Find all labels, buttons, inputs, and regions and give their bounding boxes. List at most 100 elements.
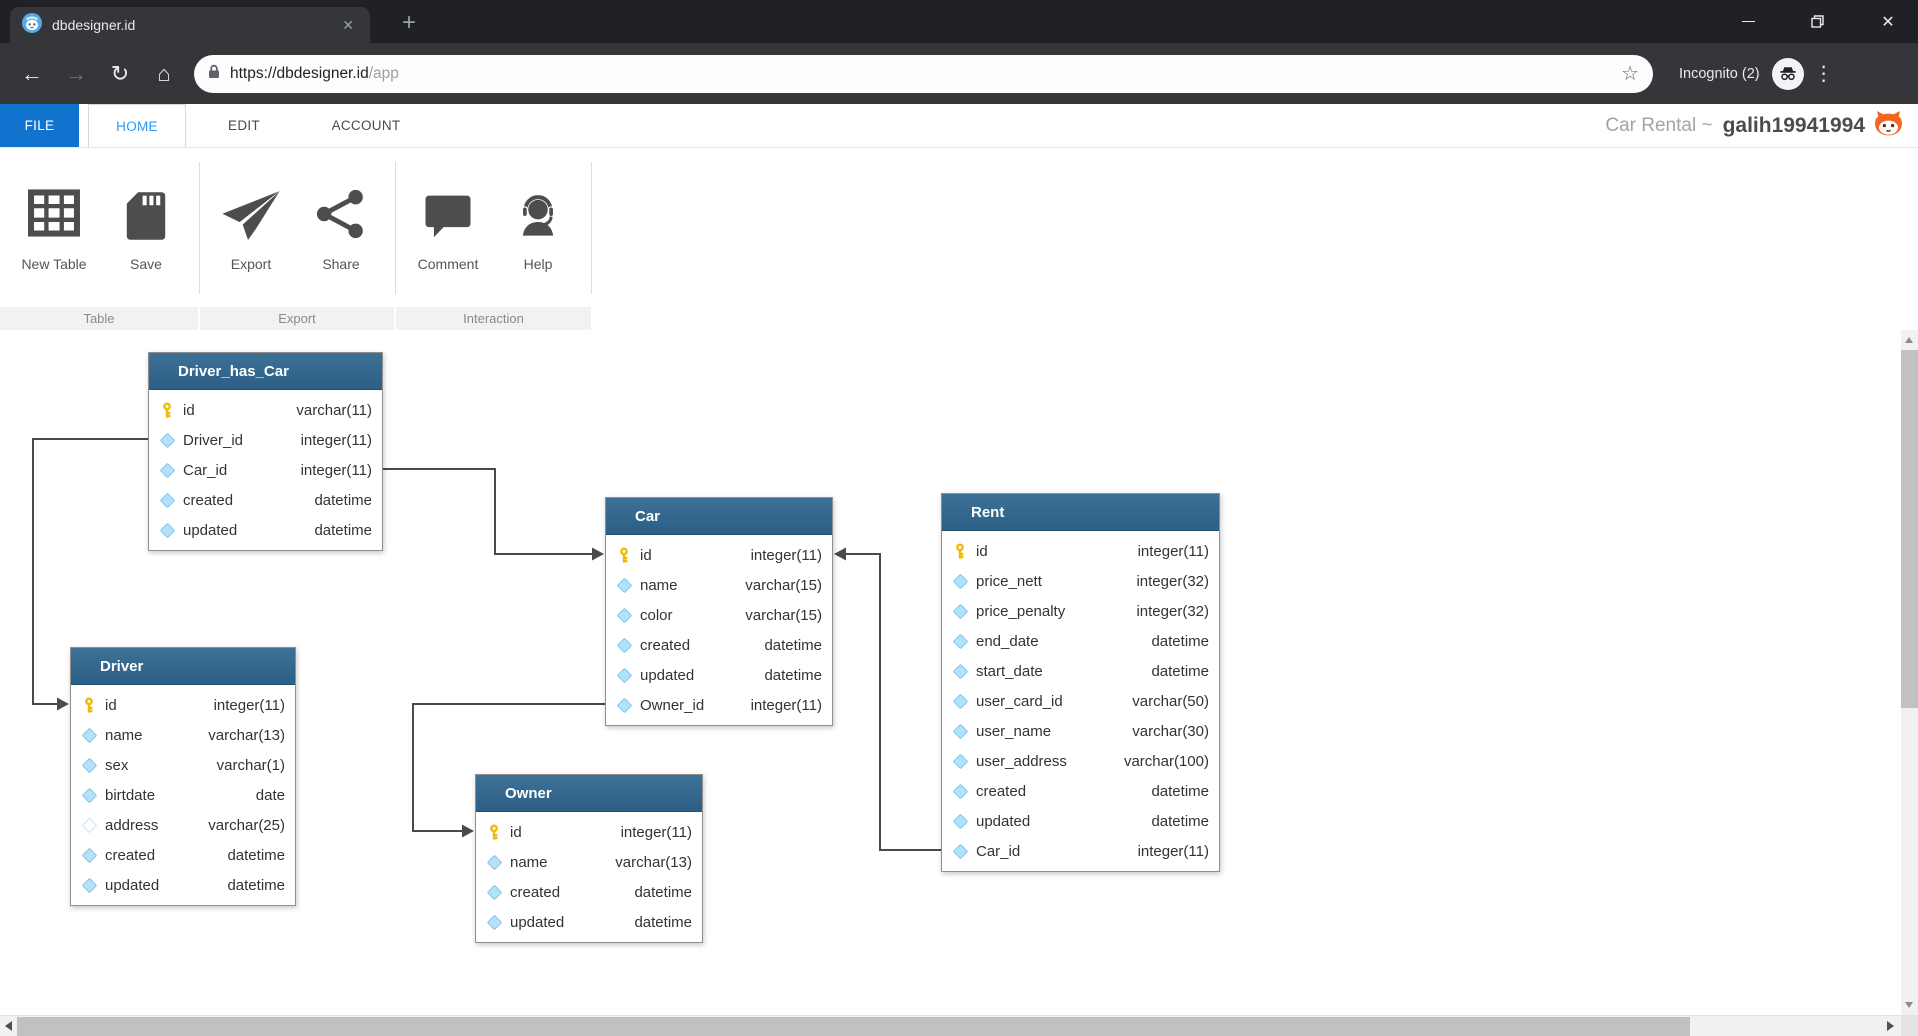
incognito-label: Incognito (2): [1679, 65, 1760, 82]
field-diamond-icon: [952, 663, 968, 679]
field-type: varchar(1): [216, 756, 285, 774]
field-row[interactable]: Car_id integer(11): [149, 455, 382, 485]
address-bar[interactable]: https://dbdesigner.id/app ☆: [194, 54, 1653, 93]
field-row[interactable]: updated datetime: [149, 515, 382, 545]
field-row[interactable]: updated datetime: [942, 806, 1219, 836]
field-row[interactable]: name varchar(13): [476, 847, 702, 877]
save-button[interactable]: Save: [103, 162, 189, 296]
scroll-right-arrow[interactable]: [1887, 1021, 1894, 1031]
field-name: Car_id: [183, 461, 228, 479]
ribbon-separator: [591, 162, 592, 294]
field-row[interactable]: created datetime: [476, 877, 702, 907]
horizontal-scroll-thumb[interactable]: [17, 1017, 1690, 1036]
diagram-canvas[interactable]: Driver_has_Car id varchar(11) Driver_id …: [0, 330, 1901, 1015]
field-row[interactable]: color varchar(15): [606, 600, 832, 630]
relation-wires: [32, 438, 941, 851]
table-header[interactable]: Driver_has_Car: [149, 353, 382, 390]
field-type: varchar(15): [745, 576, 822, 594]
field-row[interactable]: created datetime: [942, 776, 1219, 806]
table-header[interactable]: Rent: [942, 494, 1219, 531]
field-diamond-icon: [952, 693, 968, 709]
export-icon: [220, 162, 282, 248]
table-rent[interactable]: Rent id integer(11) price_nett integer(3…: [941, 493, 1220, 872]
field-type: integer(11): [750, 696, 822, 714]
field-name: created: [510, 883, 561, 901]
tab-title: dbdesigner.id: [52, 17, 136, 33]
vertical-scrollbar[interactable]: [1901, 330, 1918, 1015]
field-row[interactable]: sex varchar(1): [71, 750, 295, 780]
bookmark-star-icon[interactable]: ☆: [1621, 63, 1639, 85]
field-row[interactable]: updated datetime: [606, 660, 832, 690]
field-row[interactable]: id integer(11): [71, 690, 295, 720]
scroll-left-arrow[interactable]: [5, 1021, 12, 1031]
table-header[interactable]: Car: [606, 498, 832, 535]
export-button[interactable]: Export: [208, 162, 294, 296]
table-header[interactable]: Owner: [476, 775, 702, 812]
field-row[interactable]: name varchar(15): [606, 570, 832, 600]
github-cat-icon[interactable]: [1873, 110, 1904, 142]
reload-button[interactable]: ↻: [110, 60, 130, 86]
table-owner[interactable]: Owner id integer(11) name varchar(13) cr…: [475, 774, 703, 943]
relation-car-owner[interactable]: [412, 703, 605, 838]
tab-close-icon[interactable]: ✕: [342, 16, 354, 33]
vertical-scroll-thumb[interactable]: [1901, 350, 1918, 708]
relation-rent-car[interactable]: [834, 547, 941, 851]
menu-file[interactable]: FILE: [0, 104, 79, 147]
field-row[interactable]: created datetime: [606, 630, 832, 660]
browser-tab[interactable]: dbdesigner.id ✕: [10, 7, 370, 43]
table-car[interactable]: Car id integer(11) name varchar(15) colo…: [605, 497, 833, 726]
field-row[interactable]: address varchar(25): [71, 810, 295, 840]
table-driver_has_car[interactable]: Driver_has_Car id varchar(11) Driver_id …: [148, 352, 383, 551]
browser-menu-kebab[interactable]: ⋮: [1813, 63, 1834, 85]
field-row[interactable]: id varchar(11): [149, 395, 382, 425]
table-driver[interactable]: Driver id integer(11) name varchar(13) s…: [70, 647, 296, 906]
new-tab-button[interactable]: +: [401, 9, 416, 36]
field-row[interactable]: id integer(11): [476, 817, 702, 847]
relation-driver_has_car-driver[interactable]: [32, 438, 148, 711]
new-table-button[interactable]: New Table: [11, 162, 97, 296]
field-row[interactable]: user_address varchar(100): [942, 746, 1219, 776]
menu-home[interactable]: HOME: [88, 104, 186, 147]
field-row[interactable]: updated datetime: [476, 907, 702, 937]
field-type: varchar(13): [615, 853, 692, 871]
field-row[interactable]: price_nett integer(32): [942, 566, 1219, 596]
horizontal-scrollbar[interactable]: [0, 1015, 1901, 1036]
comment-button[interactable]: Comment: [405, 162, 491, 296]
field-row[interactable]: Car_id integer(11): [942, 836, 1219, 866]
field-row[interactable]: Owner_id integer(11): [606, 690, 832, 720]
field-row[interactable]: created datetime: [71, 840, 295, 870]
field-diamond-icon: [616, 607, 632, 623]
menu-edit[interactable]: EDIT: [228, 118, 260, 133]
share-button[interactable]: Share: [298, 162, 384, 296]
field-row[interactable]: id integer(11): [606, 540, 832, 570]
field-row[interactable]: birtdate date: [71, 780, 295, 810]
field-name: updated: [510, 913, 565, 931]
field-name: created: [640, 636, 691, 654]
scroll-down-arrow[interactable]: [1905, 1002, 1913, 1008]
relation-driver_has_car-car[interactable]: [383, 468, 604, 561]
field-row[interactable]: id integer(11): [942, 536, 1219, 566]
field-row[interactable]: end_date datetime: [942, 626, 1219, 656]
field-row[interactable]: user_name varchar(30): [942, 716, 1219, 746]
field-type: varchar(25): [208, 816, 285, 834]
field-row[interactable]: updated datetime: [71, 870, 295, 900]
home-button[interactable]: ⌂: [157, 60, 171, 86]
field-row[interactable]: start_date datetime: [942, 656, 1219, 686]
help-button[interactable]: Help: [495, 162, 581, 296]
field-row[interactable]: Driver_id integer(11): [149, 425, 382, 455]
new-table-label: New Table: [21, 256, 87, 272]
menu-account[interactable]: ACCOUNT: [331, 118, 401, 133]
scroll-up-arrow[interactable]: [1905, 337, 1913, 343]
browser-titlebar: dbdesigner.id ✕ + ✕: [0, 0, 1918, 43]
window-restore-button[interactable]: [1786, 0, 1848, 43]
field-type: datetime: [764, 666, 822, 684]
field-row[interactable]: name varchar(13): [71, 720, 295, 750]
table-header[interactable]: Driver: [71, 648, 295, 685]
window-close-button[interactable]: ✕: [1857, 0, 1918, 43]
back-button[interactable]: ←: [21, 60, 43, 86]
forward-button[interactable]: →: [65, 60, 87, 86]
field-row[interactable]: created datetime: [149, 485, 382, 515]
window-minimize-button[interactable]: [1717, 0, 1779, 43]
field-row[interactable]: price_penalty integer(32): [942, 596, 1219, 626]
field-row[interactable]: user_card_id varchar(50): [942, 686, 1219, 716]
